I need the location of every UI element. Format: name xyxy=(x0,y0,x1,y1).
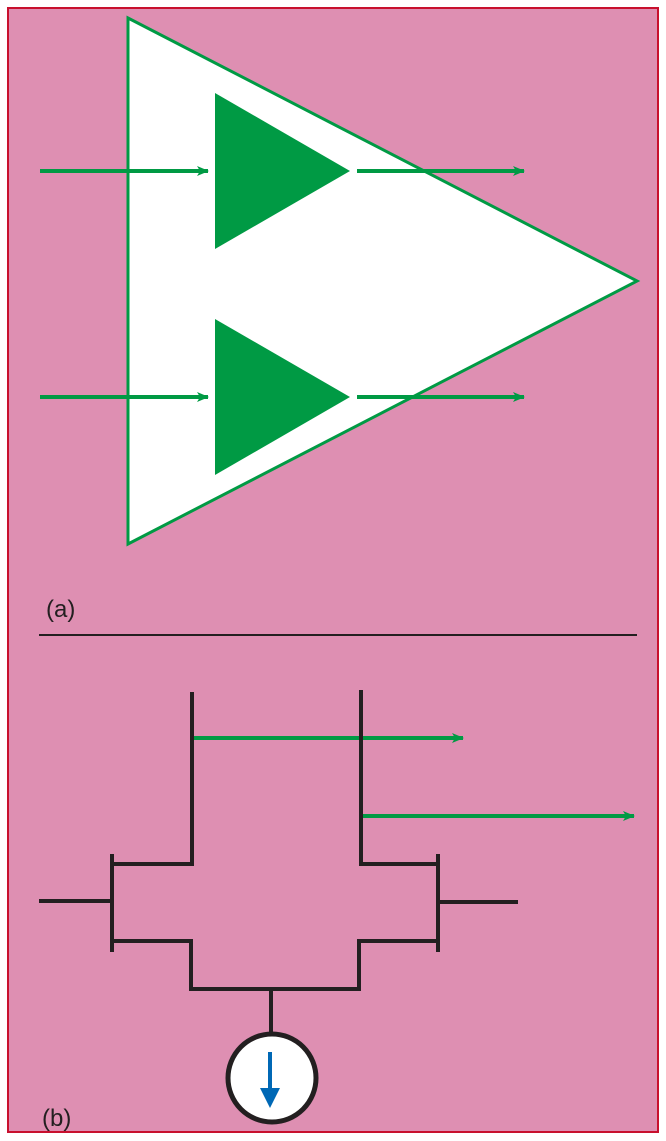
panel-b: (b) xyxy=(39,690,635,1132)
panel-a-label: (a) xyxy=(46,596,75,623)
inner-amplifier-bottom-icon xyxy=(215,319,350,475)
tail-wire xyxy=(189,987,361,1033)
panel-a: (a) xyxy=(40,15,641,623)
inner-amplifier-top-icon xyxy=(215,93,350,249)
transistor-right-icon xyxy=(357,690,518,989)
panel-b-label: (b) xyxy=(42,1105,71,1132)
current-source-icon xyxy=(225,1031,319,1125)
transistor-left-icon xyxy=(39,692,194,989)
